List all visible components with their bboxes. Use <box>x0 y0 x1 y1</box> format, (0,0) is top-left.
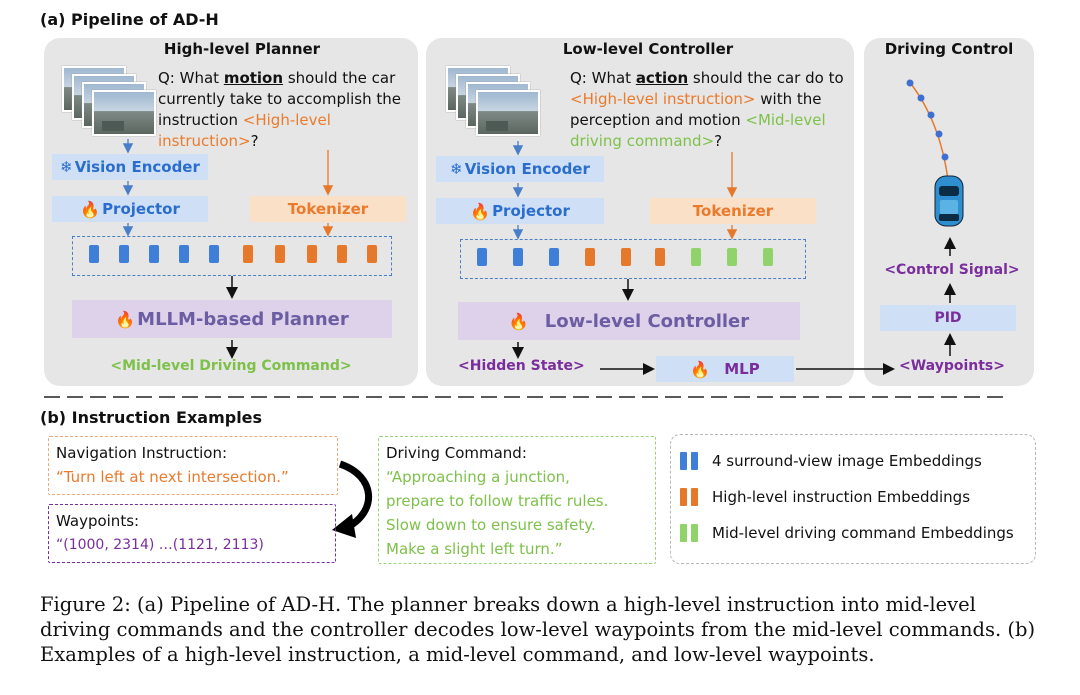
waypoints-box <box>48 504 336 563</box>
planner-tokenizer: Tokenizer <box>250 196 406 222</box>
driving-command-line: Slow down to ensure safety. <box>386 516 596 534</box>
image-token <box>549 248 559 266</box>
driving-control-title: Driving Control <box>884 40 1014 58</box>
driving-command-line: prepare to follow traffic rules. <box>386 492 609 510</box>
legend-item-instruction: High-level instruction Embeddings <box>680 488 970 506</box>
controller-title: Low-level Controller <box>562 40 734 58</box>
planner-title: High-level Planner <box>163 40 321 58</box>
nav-instruction-title: Navigation Instruction: <box>56 444 228 462</box>
curved-arrow <box>338 460 373 532</box>
waypoint-dot <box>935 130 943 138</box>
fire-icon: 🔥 <box>508 311 529 331</box>
instruction-token <box>367 245 377 263</box>
planner-vision-encoder: ❄Vision Encoder <box>52 154 208 180</box>
fire-icon: 🔥 <box>470 201 491 221</box>
legend-item-image: 4 surround-view image Embeddings <box>680 452 982 470</box>
planner-token-row <box>72 236 392 276</box>
fire-icon: 🔥 <box>690 359 711 379</box>
legend-box <box>670 434 1036 564</box>
waypoint-dot <box>941 153 949 161</box>
instruction-token <box>275 245 285 263</box>
control-signal: <Control Signal> <box>884 262 1020 278</box>
fire-icon: 🔥 <box>115 309 136 329</box>
nav-instruction-box <box>48 436 338 495</box>
command-token <box>763 248 773 266</box>
section-a-title: (a) Pipeline of AD-H <box>40 10 219 29</box>
controller-projector: 🔥Projector <box>436 198 604 224</box>
instruction-token <box>585 248 595 266</box>
planner-question: Q: What motion should the car currently … <box>158 69 402 150</box>
waypoints-title: Waypoints: <box>56 512 140 530</box>
controller-core: 🔥Low-level Controller <box>458 302 800 340</box>
image-token <box>89 245 99 263</box>
image-token <box>149 245 159 263</box>
controller-vision-encoder: ❄Vision Encoder <box>436 156 604 182</box>
car-icon <box>934 175 964 227</box>
planner-output: <Mid-level Driving Command> <box>110 358 352 374</box>
driving-command-line: Make a slight left turn.” <box>386 540 563 558</box>
image-token <box>513 248 523 266</box>
figure-caption: Figure 2: (a) Pipeline of AD-H. The plan… <box>40 593 1036 666</box>
driving-command-box <box>378 436 656 564</box>
command-token <box>727 248 737 266</box>
instruction-token <box>243 245 253 263</box>
legend-item-command: Mid-level driving command Embeddings <box>680 524 1014 542</box>
nav-instruction-text: “Turn left at next intersection.” <box>56 468 289 486</box>
pid-box: PID <box>880 305 1016 331</box>
driving-command-line: “Approaching a junction, <box>386 468 570 486</box>
snowflake-icon: ❄ <box>60 158 73 176</box>
snowflake-icon: ❄ <box>450 160 463 178</box>
waypoint-dot <box>906 79 914 87</box>
waypoint-dot <box>917 94 925 102</box>
driving-command-title: Driving Command: <box>386 444 527 462</box>
curved-arrow-head <box>332 514 356 538</box>
mlp-box: 🔥MLP <box>656 356 794 382</box>
fire-icon: 🔥 <box>80 199 101 219</box>
controller-tokenizer: Tokenizer <box>650 198 816 224</box>
instruction-token <box>337 245 347 263</box>
planner-projector: 🔥Projector <box>52 196 208 222</box>
image-token <box>179 245 189 263</box>
controller-question: Q: What action should the car do to <Hig… <box>570 69 844 150</box>
image-token <box>209 245 219 263</box>
instruction-token <box>621 248 631 266</box>
instruction-token <box>307 245 317 263</box>
waypoints-text: “(1000, 2314) …(1121, 2113) <box>56 537 264 553</box>
planner-core: 🔥MLLM-based Planner <box>72 300 392 338</box>
instruction-token <box>655 248 665 266</box>
trajectory-line <box>907 79 949 181</box>
image-token <box>477 248 487 266</box>
section-b-title: (b) Instruction Examples <box>40 408 263 427</box>
waypoints-label: <Waypoints> <box>899 358 1005 374</box>
hidden-state: <Hidden State> <box>458 358 585 374</box>
controller-token-row <box>460 239 806 279</box>
waypoint-dot <box>927 111 935 119</box>
command-token <box>691 248 701 266</box>
image-token <box>119 245 129 263</box>
